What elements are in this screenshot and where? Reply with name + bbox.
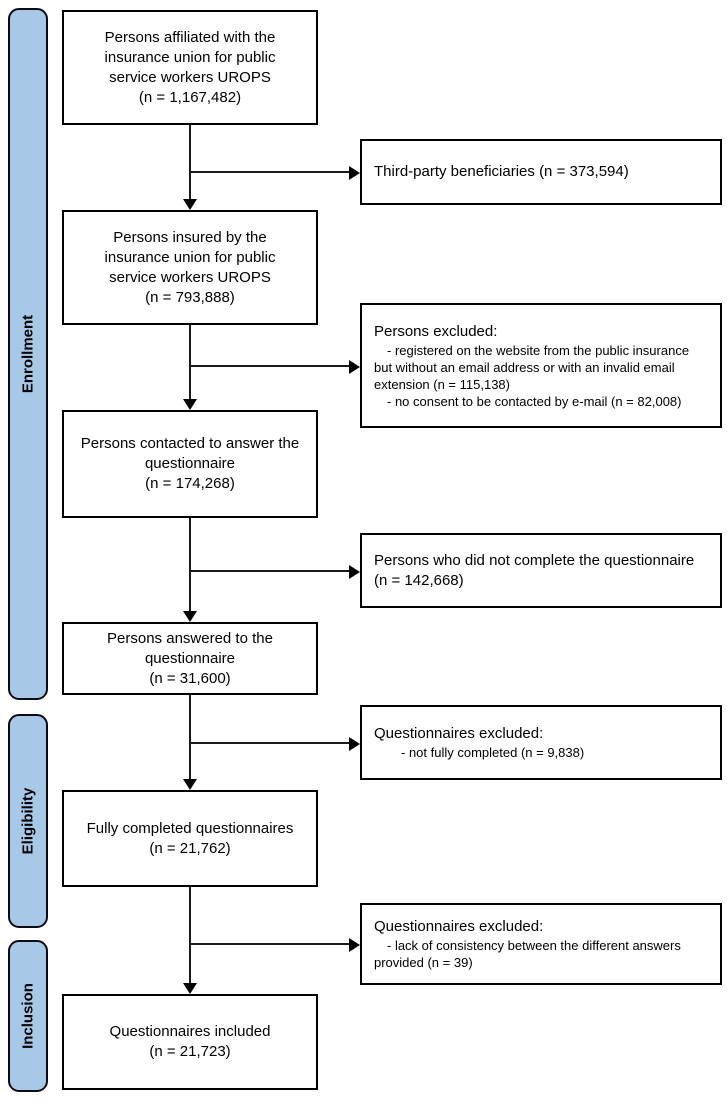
stage-enrollment: Enrollment — [8, 8, 48, 700]
arrowhead-down-icon — [183, 983, 197, 994]
exclusion-box-title: Third-party beneficiaries (n = 373,594) — [374, 163, 629, 180]
stage-inclusion: Inclusion — [8, 940, 48, 1092]
flow-box-text: Persons contacted to answer the question… — [80, 435, 300, 492]
arrowhead-right-icon — [349, 565, 360, 579]
exclusion-box-item: - lack of consistency between the differ… — [374, 938, 681, 970]
flow-box-text: Persons insured by the insurance union f… — [104, 228, 276, 306]
arrowhead-down-icon — [183, 611, 197, 622]
stage-eligibility: Eligibility — [8, 714, 48, 928]
connector-line — [189, 325, 191, 400]
arrowhead-down-icon — [183, 399, 197, 410]
connector-line — [189, 570, 350, 572]
exclusion-box-inconsistent: Questionnaires excluded: - lack of consi… — [360, 903, 722, 985]
connector-line — [189, 365, 350, 367]
connector-line — [189, 887, 191, 984]
flow-box-contacted: Persons contacted to answer the question… — [62, 410, 318, 518]
flow-box-text: Fully completed questionnaires (n = 21,7… — [86, 819, 294, 857]
exclusion-box-title: Persons excluded: — [374, 322, 498, 340]
exclusion-box-title: Persons who did not complete the questio… — [374, 551, 695, 589]
flow-box-text: Persons answered to the questionnaire (n… — [107, 629, 273, 687]
arrowhead-down-icon — [183, 199, 197, 210]
flow-box-text: Questionnaires included (n = 21,723) — [109, 1023, 271, 1060]
exclusion-box-title: Questionnaires excluded: — [374, 918, 544, 935]
connector-line — [189, 171, 350, 173]
arrowhead-right-icon — [349, 360, 360, 374]
stage-label: Eligibility — [19, 787, 37, 855]
exclusion-box-item: - registered on the website from the pub… — [374, 342, 690, 392]
connector-line — [189, 742, 350, 744]
connector-line — [189, 943, 350, 945]
exclusion-box-not-fully-completed: Questionnaires excluded: - not fully com… — [360, 705, 722, 780]
flow-box-affiliated: Persons affiliated with the insurance un… — [62, 10, 318, 125]
arrowhead-down-icon — [183, 779, 197, 790]
flow-box-fully-completed: Fully completed questionnaires (n = 21,7… — [62, 790, 318, 887]
connector-line — [189, 518, 191, 612]
exclusion-box-title: Questionnaires excluded: — [374, 725, 544, 742]
exclusion-box-item: - not fully completed (n = 9,838) — [401, 745, 585, 760]
arrowhead-right-icon — [349, 938, 360, 952]
connector-line — [189, 695, 191, 780]
stage-label: Inclusion — [19, 983, 37, 1049]
exclusion-box-not-completed: Persons who did not complete the questio… — [360, 533, 722, 608]
flow-box-answered: Persons answered to the questionnaire (n… — [62, 622, 318, 695]
arrowhead-right-icon — [349, 166, 360, 180]
stage-label: Enrollment — [19, 314, 37, 394]
exclusion-box-persons-excluded: Persons excluded: - registered on the we… — [360, 303, 722, 428]
arrowhead-right-icon — [349, 737, 360, 751]
connector-line — [189, 125, 191, 200]
flow-box-text: Persons affiliated with the insurance un… — [104, 28, 276, 106]
exclusion-box-third-party: Third-party beneficiaries (n = 373,594) — [360, 139, 722, 205]
exclusion-box-item: - no consent to be contacted by e-mail (… — [387, 393, 682, 409]
flow-box-included: Questionnaires included (n = 21,723) — [62, 994, 318, 1090]
flow-box-insured: Persons insured by the insurance union f… — [62, 210, 318, 325]
